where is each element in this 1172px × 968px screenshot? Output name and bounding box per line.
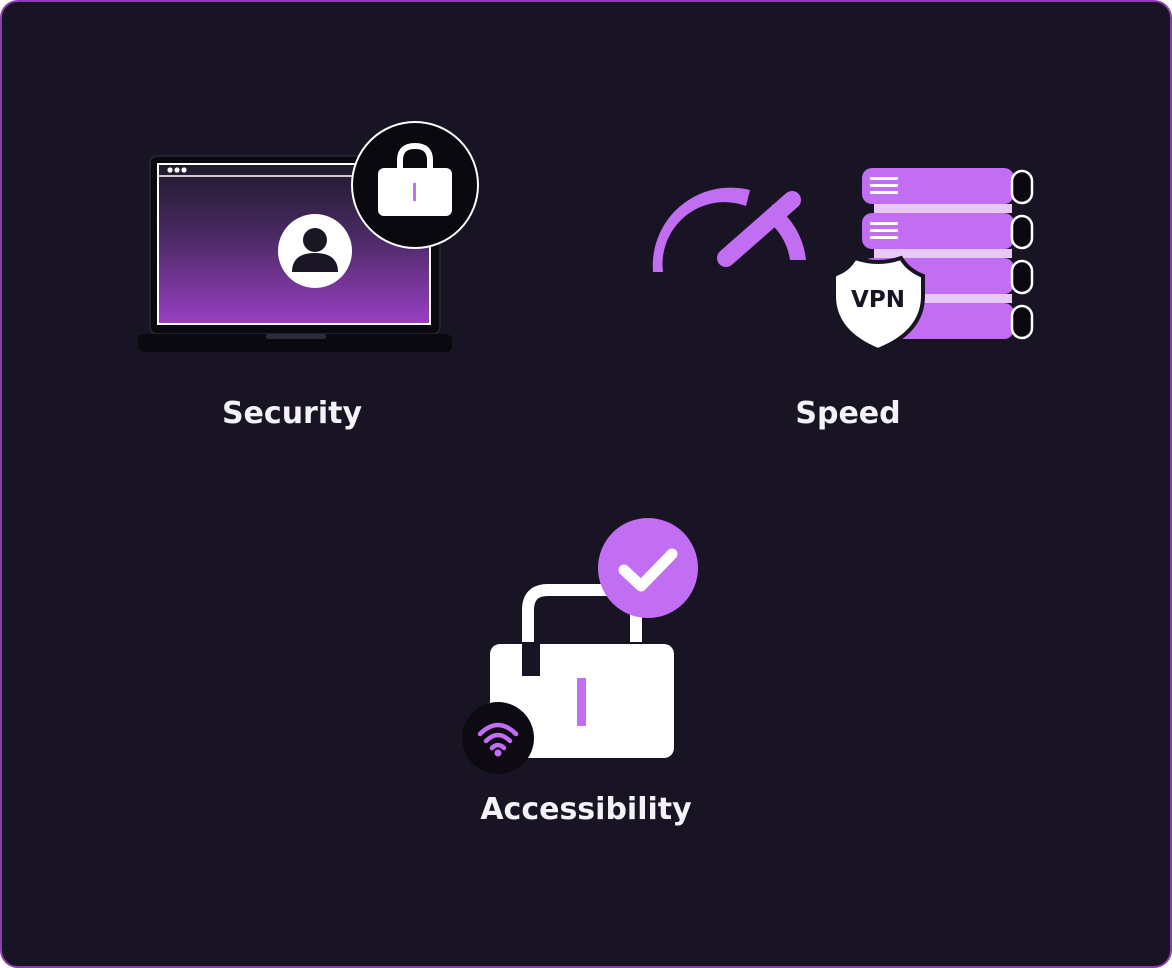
accessibility-label: Accessibility	[480, 792, 692, 827]
vpn-badge-text: VPN	[851, 287, 905, 313]
speed-label: Speed	[795, 396, 901, 431]
laptop-lock-icon	[138, 121, 479, 352]
security-label: Security	[221, 396, 363, 431]
speedometer-icon	[652, 187, 806, 272]
padlock-check-wifi-icon	[462, 518, 698, 774]
window-dot-icon	[167, 167, 173, 173]
speedometer-vpn-server-icon: VPN	[652, 168, 1034, 353]
vpn-shield-icon: VPN	[832, 255, 925, 353]
user-avatar-icon	[278, 214, 352, 288]
check-icon	[598, 518, 698, 618]
window-dot-icon	[181, 167, 187, 173]
padlock-icon	[351, 121, 479, 249]
window-dot-icon	[174, 167, 180, 173]
wifi-icon	[462, 702, 534, 774]
